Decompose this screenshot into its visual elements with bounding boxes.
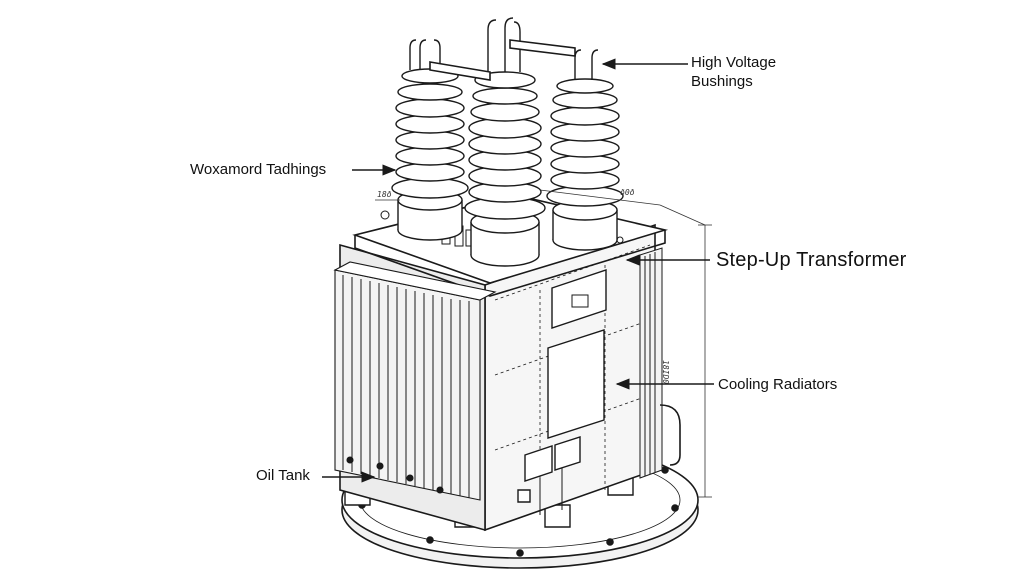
cooling-radiator-fins: [333, 261, 497, 501]
control-panels: [517, 269, 607, 515]
label-woxamord-tadhings: Woxamord Tadhings: [190, 161, 327, 178]
busbar-connectors: [429, 39, 576, 81]
label-high-voltage-line1: High Voltage: [691, 54, 777, 71]
label-step-up-transformer: Step-Up Transformer: [716, 249, 907, 271]
dimension-mark-right-top: ð0ð: [620, 188, 635, 197]
right-radiator: [639, 247, 681, 479]
label-high-voltage-line2: Bushings: [691, 73, 753, 90]
bushing-right: [546, 49, 624, 251]
dimension-lines: [375, 189, 712, 498]
label-oil-tank: Oil Tank: [256, 467, 310, 484]
label-high-voltage-bushings: High Voltage Bushings: [691, 53, 776, 91]
callout-arrows: [322, 58, 714, 483]
dimension-mark-right-height: 18ID0: [661, 360, 670, 385]
label-cooling-radiators: Cooling Radiators: [718, 376, 838, 393]
dimension-mark-left-top: 18ð: [377, 190, 392, 199]
bushing-center: [464, 17, 546, 267]
bushing-left: [391, 39, 469, 241]
